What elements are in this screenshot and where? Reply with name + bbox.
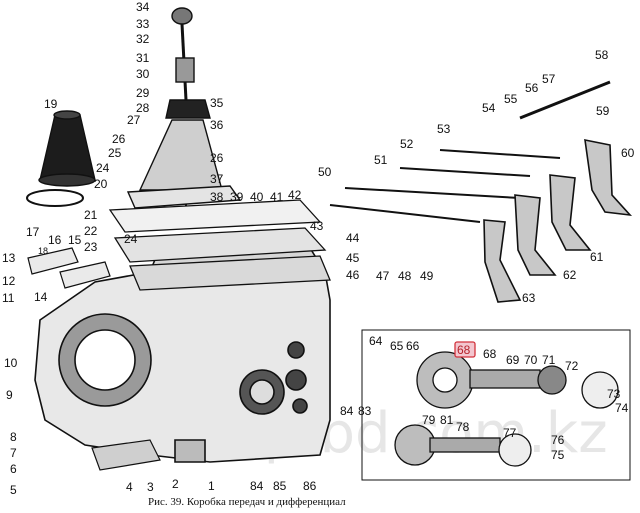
callout-62: 61 xyxy=(590,250,604,264)
callout-6: 6 xyxy=(10,462,17,476)
callout-41: 40 xyxy=(250,190,264,204)
callout-32: 31 xyxy=(136,51,150,65)
callout-78: 77 xyxy=(503,426,517,440)
callout-28: 27 xyxy=(127,113,141,127)
callout-labels: 34 33 32 31 30 29 28 27 26 25 24 35 36 2… xyxy=(2,0,635,497)
callout-85: 84 xyxy=(250,479,264,493)
callout-1: 1 xyxy=(208,479,215,493)
callout-58: 57 xyxy=(542,72,556,86)
callout-63: 62 xyxy=(563,268,577,282)
callout-66: 65 xyxy=(390,339,404,353)
callout-69: 68 xyxy=(483,347,497,361)
callout-12: 12 xyxy=(2,274,16,288)
callout-54: 53 xyxy=(437,122,451,136)
callout-46: 45 xyxy=(346,251,360,265)
callout-72: 71 xyxy=(542,353,556,367)
shift-rods xyxy=(329,80,611,223)
callout-27: 26 xyxy=(112,132,126,146)
callout-20: 20 xyxy=(94,177,108,191)
callout-60: 59 xyxy=(596,104,610,118)
figure-caption: Рис. 39. Коробка передач и дифференциал xyxy=(148,496,346,508)
callout-29: 28 xyxy=(136,101,150,115)
callout-33: 32 xyxy=(136,32,150,46)
callout-9: 9 xyxy=(6,388,13,402)
callout-75: 74 xyxy=(615,401,629,415)
callout-8: 8 xyxy=(10,430,17,444)
callout-39: 38 xyxy=(210,190,224,204)
callout-52: 51 xyxy=(374,153,388,167)
callout-81: 79 xyxy=(422,413,436,427)
callout-15: 15 xyxy=(68,233,82,247)
callout-49: 48 xyxy=(398,269,412,283)
callout-65: 64 xyxy=(369,334,383,348)
callout-67: 66 xyxy=(406,339,420,353)
callout-31: 30 xyxy=(136,67,150,81)
callout-3: 3 xyxy=(147,480,154,494)
callout-37: 36 xyxy=(210,118,224,132)
callout-5: 5 xyxy=(10,483,17,497)
callout-74: 73 xyxy=(607,387,621,401)
callout-45: 44 xyxy=(346,231,360,245)
callout-19: 19 xyxy=(44,97,58,111)
callout-56: 55 xyxy=(504,92,518,106)
callout-34: 33 xyxy=(136,17,150,31)
callout-16: 16 xyxy=(48,233,62,247)
callout-36: 35 xyxy=(210,96,224,110)
callout-26-right: 26 xyxy=(210,151,224,165)
callout-51: 50 xyxy=(318,165,332,179)
callout-23: 23 xyxy=(84,240,98,254)
callout-30: 29 xyxy=(136,86,150,100)
callout-44: 43 xyxy=(310,219,324,233)
callout-79: 78 xyxy=(456,420,470,434)
callout-42: 41 xyxy=(270,190,284,204)
highlight-box xyxy=(454,341,476,358)
callout-76: 75 xyxy=(551,448,565,462)
rubber-boot xyxy=(38,110,96,187)
callout-84: 84 xyxy=(340,404,354,418)
callout-14: 14 xyxy=(34,290,48,304)
callout-43: 42 xyxy=(288,188,302,202)
callout-21: 21 xyxy=(84,208,98,222)
callout-22: 22 xyxy=(84,224,98,238)
shift-forks xyxy=(483,138,633,303)
callout-71: 70 xyxy=(524,353,538,367)
callout-83: 83 xyxy=(358,404,372,418)
callout-13: 13 xyxy=(2,251,16,265)
callout-11: 11 xyxy=(2,291,15,305)
callout-38: 37 xyxy=(210,172,224,186)
callout-26-left: 25 xyxy=(108,146,122,160)
callout-61: 60 xyxy=(621,146,635,160)
callout-82: 81 xyxy=(440,413,454,427)
callout-77: 76 xyxy=(551,433,565,447)
callout-68[interactable]: 68 xyxy=(457,343,471,357)
callout-40: 39 xyxy=(230,190,244,204)
callout-87: 86 xyxy=(303,479,317,493)
callout-24: 24 xyxy=(124,232,138,246)
callout-73: 72 xyxy=(565,359,579,373)
gearshift-lever-assembly xyxy=(126,7,242,228)
callout-25: 24 xyxy=(96,161,110,175)
callout-50: 49 xyxy=(420,269,434,283)
callout-86: 85 xyxy=(273,479,287,493)
callout-18: 18 xyxy=(38,246,48,256)
callout-53: 52 xyxy=(400,137,414,151)
callout-2: 2 xyxy=(172,477,179,491)
callout-55: 54 xyxy=(482,101,496,115)
callout-47: 46 xyxy=(346,268,360,282)
gearbox-housing xyxy=(34,239,331,463)
callout-48: 47 xyxy=(376,269,390,283)
callout-57: 56 xyxy=(525,81,539,95)
callout-7: 7 xyxy=(10,446,17,460)
callout-10: 10 xyxy=(4,356,18,370)
callout-59: 58 xyxy=(595,48,609,62)
callout-4: 4 xyxy=(126,480,133,494)
callout-70: 69 xyxy=(506,353,520,367)
callout-64: 63 xyxy=(522,291,536,305)
callout-35: 34 xyxy=(136,0,150,14)
top-cover-gaskets xyxy=(108,199,331,291)
cover-plates xyxy=(26,189,161,471)
gear-shaft-assembly xyxy=(361,329,631,481)
callout-17: 17 xyxy=(26,225,40,239)
